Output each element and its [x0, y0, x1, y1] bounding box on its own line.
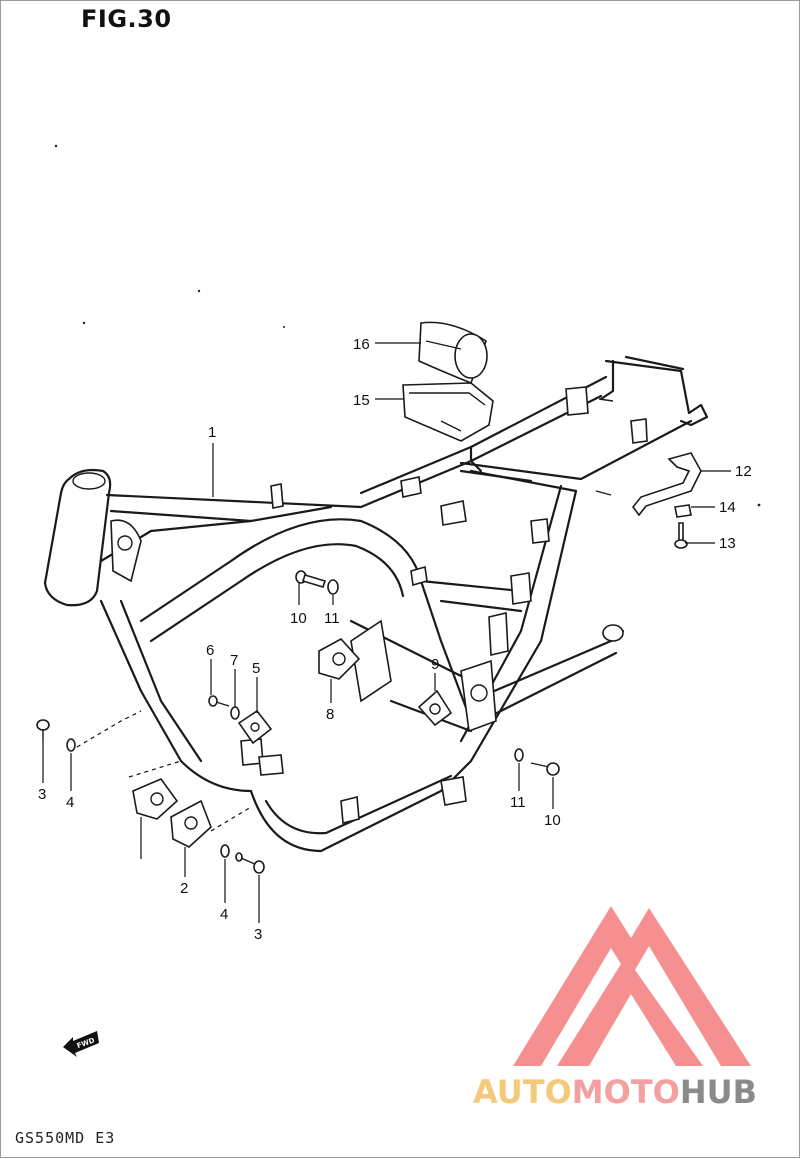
callout-5: 5: [252, 660, 260, 677]
part-16-cover: [418, 321, 488, 385]
callout-8: 8: [326, 706, 334, 723]
callout-3-upper: 3: [38, 786, 46, 803]
part-2-plate: [170, 799, 212, 848]
part-mount-plate-left: [132, 778, 179, 820]
callout-14: 14: [719, 499, 736, 516]
model-code: GS550MD E3: [15, 1129, 116, 1147]
part-3-bolt-left: [36, 719, 50, 741]
main-frame: [43, 355, 709, 853]
callout-13: 13: [719, 535, 736, 552]
part-11-washer-lower: [514, 748, 524, 762]
watermark-text: AUTOMOTOHUB: [473, 1073, 757, 1111]
fwd-arrow-icon: FWD: [63, 1031, 99, 1057]
part-13-bolt: [674, 522, 688, 549]
part-8-plate: [318, 637, 361, 680]
part-7-washer: [230, 706, 240, 720]
figure-title: FIG.30: [81, 5, 172, 33]
callout-12: 12: [735, 463, 752, 480]
callout-11-lower: 11: [510, 794, 526, 811]
callout-labels: 16 15 1 12 14 13 10 11 6 7 5 8 9 3 4 11 …: [38, 336, 752, 943]
callout-10-lower: 10: [544, 812, 561, 829]
callout-10-upper: 10: [290, 610, 307, 627]
watermark-hub: HUB: [679, 1073, 758, 1111]
part-9-plate: [417, 689, 453, 727]
callout-1: 1: [208, 424, 216, 441]
part-3-bolt-lower: [235, 852, 265, 874]
part-5-plate: [237, 709, 273, 745]
callout-2: 2: [180, 880, 188, 897]
part-4-nut-lower: [220, 844, 230, 858]
leader-lines: [42, 342, 731, 923]
callout-9: 9: [431, 656, 439, 673]
part-15-bracket: [402, 382, 494, 442]
callout-7: 7: [230, 652, 238, 669]
callout-4-lower: 4: [220, 906, 228, 923]
callout-6: 6: [206, 642, 214, 659]
callout-3-lower: 3: [254, 926, 262, 943]
part-6-bolt: [208, 695, 230, 707]
part-10-bolt-upper: [295, 570, 327, 588]
callout-11-upper: 11: [324, 610, 340, 627]
part-12-stay: [631, 452, 702, 517]
part-11-washer-upper: [327, 579, 339, 595]
watermark-auto: AUTO: [473, 1073, 572, 1111]
automotohub-logo-icon: [513, 906, 751, 1066]
callout-16: 16: [353, 336, 370, 353]
callout-15: 15: [353, 392, 370, 409]
part-10-bolt-lower: [530, 762, 560, 776]
part-4-nut-left: [66, 738, 76, 752]
watermark-moto: MOTO: [571, 1073, 680, 1111]
callout-4-upper: 4: [66, 794, 74, 811]
part-14-nut: [674, 504, 692, 518]
